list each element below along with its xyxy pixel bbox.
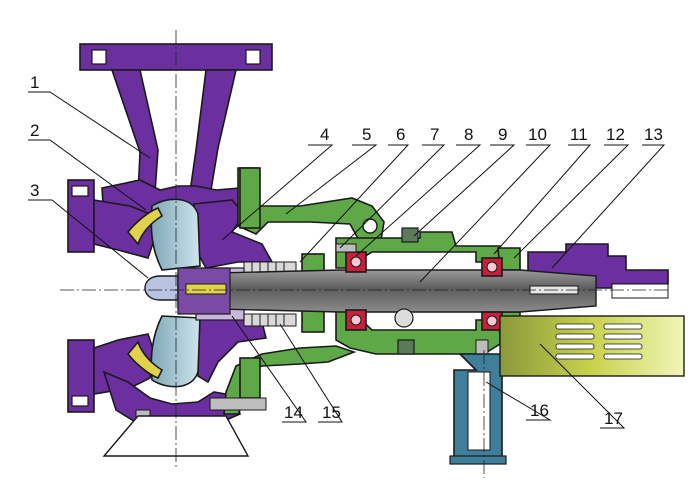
suction-flange-bolt-lower (71, 395, 89, 407)
callout-labels: 1 2 3 4 5 6 7 8 9 10 11 12 13 14 15 16 1… (30, 73, 663, 428)
bearing-ball (350, 256, 362, 268)
casing-bolt-upper (335, 243, 357, 253)
pump-shaft (177, 267, 597, 315)
discharge-nozzle-left-wall (110, 69, 159, 198)
callout-5: 5 (362, 125, 371, 144)
oil-fill-plug (401, 227, 419, 243)
leader-lines (28, 91, 666, 429)
wear-ring-upper (126, 206, 164, 246)
bracket-flange-lower (239, 357, 261, 399)
discharge-flange-bolt-hole-right (245, 49, 261, 65)
callout-8: 8 (464, 125, 473, 144)
guard-vent-slots (555, 323, 643, 360)
callout-4: 4 (320, 125, 329, 144)
fittings (135, 218, 489, 425)
bearing-ball (486, 261, 498, 273)
lifting-eye (362, 218, 378, 234)
bearing-ball (350, 314, 362, 326)
callout-6: 6 (396, 125, 405, 144)
callout-13: 13 (644, 125, 663, 144)
oil-sight-glass (394, 308, 414, 328)
callout-3: 3 (30, 181, 39, 200)
casing-bolt-lower (209, 397, 267, 411)
callout-17: 17 (604, 409, 623, 428)
suction-flange-bolt-upper (71, 185, 89, 197)
oil-drain-plug (397, 339, 415, 355)
callout-9: 9 (498, 125, 507, 144)
callout-11: 11 (570, 125, 588, 144)
bracket-flange-upper (239, 167, 261, 229)
support-inner (467, 371, 491, 451)
bearing-ball (486, 315, 498, 327)
support-base (449, 455, 507, 465)
seal-housing-lower (301, 309, 325, 333)
callout-16: 16 (530, 401, 549, 420)
impeller-key (185, 283, 227, 295)
coupling-guard (499, 315, 685, 377)
callout-10: 10 (528, 125, 547, 144)
shaft-body (177, 269, 597, 313)
callout-7: 7 (430, 125, 439, 144)
callout-15: 15 (322, 403, 341, 422)
discharge-nozzle-right-wall (189, 69, 238, 197)
callout-12: 12 (606, 125, 625, 144)
impeller-nut (144, 275, 179, 301)
callout-1: 1 (30, 73, 39, 92)
callout-2: 2 (30, 121, 39, 140)
discharge-flange-bolt-hole-left (91, 49, 107, 65)
callout-14: 14 (284, 403, 303, 422)
bearings (345, 251, 503, 331)
coupling-housing-slot (611, 283, 669, 299)
wear-ring-lower (126, 340, 164, 380)
